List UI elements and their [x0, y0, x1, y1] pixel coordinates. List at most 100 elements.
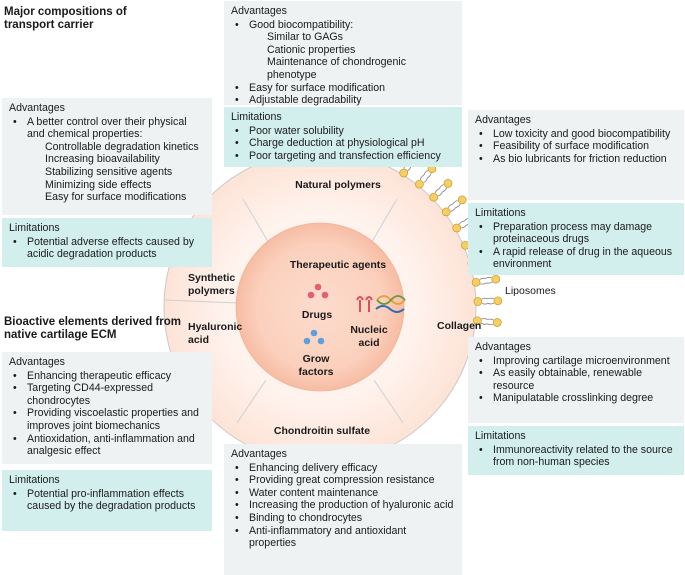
collagen-limitations-box: LimitationsImmunoreactivity related to t… [468, 426, 684, 475]
lipid-tail [452, 200, 458, 205]
segment-hyaluronic-acid-line2: acid [188, 334, 209, 346]
bullet-list: Potential adverse effects caused by acid… [9, 236, 205, 261]
liposomes-limitations-box: LimitationsPreparation process may damag… [468, 203, 684, 275]
lipid-head [452, 223, 462, 233]
lipid-head [473, 316, 482, 326]
lipid-tail [423, 177, 428, 183]
sub-bullet-text: Increasing bioavailability [45, 153, 160, 166]
bullet-item: Adjustable degradability [235, 94, 455, 107]
lipid-tail [481, 302, 489, 305]
bullet-text: Adjustable degradability [249, 94, 362, 107]
box-heading: Limitations [475, 430, 526, 442]
liposomes-label: Liposomes [505, 285, 556, 297]
lipid-tail [481, 318, 488, 320]
bullet-item: Providing viscoelastic properties and im… [13, 407, 205, 432]
bullet-item: Good biocompatibility:Similar to GAGsCat… [235, 19, 455, 82]
lipid-head [493, 296, 503, 306]
bullet-item: A rapid release of drug in the aqueous e… [479, 246, 677, 271]
bullet-item: Easy for surface modification [235, 82, 455, 95]
box-heading: Advantages [9, 102, 65, 114]
lipid-head [473, 297, 483, 306]
lipid-head [415, 179, 424, 189]
bullet-text: Poor water solubility [249, 124, 344, 137]
lipid-tail [480, 322, 488, 325]
lipid-tail [487, 318, 494, 321]
lipid-tail [485, 276, 492, 279]
sirna-icon [356, 296, 373, 312]
box-heading: Advantages [475, 114, 531, 126]
bullet-text: As easily obtainable, renewable resource [493, 367, 642, 392]
lipid-tail [455, 203, 461, 209]
natural-polymers-advantages-box: AdvantagesGood biocompatibility:Similar … [224, 1, 462, 107]
bullet-text: Enhancing therapeutic efficacy [27, 369, 172, 382]
bullet-list: Potential pro-inflammation effects cause… [9, 488, 205, 513]
bullet-list: Enhancing therapeutic efficacyTargeting … [9, 370, 205, 458]
liposomes-advantages-box: AdvantagesLow toxicity and good biocompa… [468, 110, 684, 200]
lipid-tail [479, 277, 486, 280]
bullet-text: Increasing the production of hyaluronic … [249, 499, 454, 512]
bullet-text: Improving cartilage microenvironment [493, 354, 670, 367]
bullet-item: Low toxicity and good biocompatibility [479, 127, 677, 141]
sub-bullet-text: Easy for surface modifications [45, 191, 187, 204]
bullet-text: Immunoreactivity related to the source f… [493, 443, 673, 469]
bullet-item: Preparation process may damage proteinac… [479, 221, 677, 246]
bullet-list: Preparation process may damage proteinac… [475, 221, 677, 271]
lipid-tail [434, 188, 440, 194]
lipid-tail [427, 173, 432, 179]
hyaluronic-acid-limitations-box: LimitationsPotential pro-inflammation ef… [2, 470, 212, 531]
segment-synthetic-polymers-line1: Synthetic [188, 272, 235, 284]
grow-factors-label-line1: Grow [303, 353, 331, 365]
lipid-head [471, 277, 481, 287]
synthetic-polymers-limitations-box: LimitationsPotential adverse effects cau… [2, 218, 212, 267]
lipid-head [399, 168, 409, 178]
lipid-tail [487, 297, 494, 300]
bullet-text: A better control over their physical and… [27, 115, 187, 141]
bullet-item: Manipulatable crosslinking degree [479, 392, 677, 405]
bullet-item: Targeting CD44-expressed chondrocytes [13, 382, 205, 407]
lipid-tail [458, 220, 465, 225]
bullet-text: Low toxicity and good biocompatibility [493, 127, 671, 140]
bullet-text: Targeting CD44-expressed chondrocytes [27, 382, 154, 407]
bullet-item: Poor targeting and transfection efficien… [235, 150, 455, 163]
lipid-head [429, 192, 439, 202]
bullet-text: Potential adverse effects caused by acid… [27, 235, 195, 261]
sub-bullet-text: Maintenance of chondrogenic phenotype [267, 56, 406, 81]
inner-core [235, 222, 405, 392]
sub-bullet-text: Stabilizing sensitive agents [45, 165, 173, 178]
bullet-item: Anti-inflammatory and antioxidant proper… [235, 525, 455, 550]
box-heading: Limitations [9, 474, 60, 486]
lipid-tail [486, 281, 493, 284]
collagen-advantages-box: AdvantagesImproving cartilage microenvir… [468, 337, 684, 423]
drug-molecules-icon [307, 283, 329, 299]
box-heading: Limitations [475, 207, 526, 219]
bullet-item: Improving cartilage microenvironment [479, 354, 677, 368]
lipid-tail [450, 207, 456, 212]
bioactive-elements-heading: Bioactive elements derived from native c… [4, 316, 182, 341]
bullet-text: Antioxidation, anti-inflammation and ana… [27, 432, 195, 458]
bullet-list: Improving cartilage microenvironmentAs e… [475, 355, 677, 405]
therapeutic-agents-title: Therapeutic agents [290, 259, 386, 271]
box-heading: Limitations [9, 222, 60, 234]
lipid-tail [461, 224, 467, 229]
segment-natural-polymers: Natural polymers [295, 179, 381, 191]
bullet-item: Charge deduction at physiological pH [235, 137, 455, 150]
segment-synthetic-polymers-line2: polymers [188, 285, 235, 297]
lipid-tail [447, 203, 453, 208]
box-heading: Advantages [475, 341, 531, 353]
bullet-item: A better control over their physical and… [13, 115, 205, 204]
box-heading: Advantages [9, 356, 65, 368]
bullet-item: Enhancing delivery efficacy [235, 462, 455, 475]
bullet-item: Potential pro-inflammation effects cause… [13, 487, 205, 513]
bullet-item: Potential adverse effects caused by acid… [13, 235, 205, 261]
bullet-list: Immunoreactivity related to the source f… [475, 444, 677, 469]
bullet-text: Binding to chondrocytes [249, 511, 363, 524]
bullet-item: As bio lubricants for friction reduction [479, 153, 677, 166]
bullet-item: Providing great compression resistance [235, 474, 455, 487]
segment-collagen: Collagen [437, 320, 481, 332]
bullet-text: Providing viscoelastic properties and im… [27, 407, 199, 432]
hyaluronic-acid-advantages-box: AdvantagesEnhancing therapeutic efficacy… [2, 352, 212, 464]
bullet-text: Potential pro-inflammation effects cause… [27, 487, 196, 513]
bullet-text: Manipulatable crosslinking degree [493, 392, 654, 405]
bullet-text: Providing great compression resistance [249, 474, 435, 487]
